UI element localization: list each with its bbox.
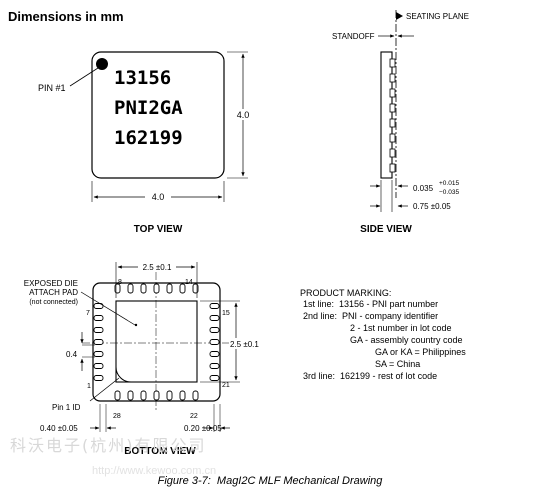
standoff-label: STANDOFF <box>332 32 375 41</box>
top-view: PIN #1 13156 PNI2GA 162199 4.0 4.0 TOP V… <box>38 51 254 235</box>
pin1-dot <box>96 58 108 70</box>
thickness-tol-plus: +0.015 <box>439 180 459 187</box>
pad-left-7 <box>93 375 104 381</box>
pin1-id-label: Pin 1 ID <box>52 403 81 412</box>
pad-bottom-1 <box>114 390 121 401</box>
pad-left-4 <box>93 339 104 345</box>
product-marking-line-4: GA - assembly country code <box>350 335 463 345</box>
bottom-view-caption: BOTTOM VIEW <box>124 446 196 457</box>
thickness-tol-minus: −0.035 <box>439 189 459 196</box>
pad-bottom-7 <box>192 390 199 401</box>
pad-bottom-5 <box>166 390 173 401</box>
exposed-pad <box>115 300 198 383</box>
drawing-title: Dimensions in mm <box>8 9 124 24</box>
marking-line-1: 13156 <box>114 67 171 89</box>
pad-left-3 <box>93 327 104 333</box>
pad-right-2 <box>209 315 220 321</box>
pin-number-28: 28 <box>113 413 121 420</box>
pad-bottom-3 <box>140 390 147 401</box>
dim-right: 2.5 ±0.1 <box>230 340 259 349</box>
package-body-top <box>91 51 225 179</box>
product-marking-line-7: 3rd line: 162199 - rest of lot code <box>303 371 437 381</box>
pad-right-3 <box>209 327 220 333</box>
side-leads <box>389 58 396 173</box>
pad-left-6 <box>93 363 104 369</box>
product-marking-line-2: 2nd line: PNI - company identifier <box>303 311 438 321</box>
height-dim-side: 0.75 ±0.05 <box>413 202 451 211</box>
exposed-pad-label-line-3: (not connected) <box>29 299 78 306</box>
pad-top-5 <box>166 283 173 294</box>
bottom-pads <box>93 283 220 401</box>
pin-number-21: 21 <box>222 382 230 389</box>
product-marking-line-3: 2 - 1st number in lot code <box>350 323 452 333</box>
product-marking-line-1: 1st line: 13156 - PNI part number <box>303 299 438 309</box>
pin1-label: PIN #1 <box>38 83 66 93</box>
pad-top-6 <box>179 283 186 294</box>
pad-bottom-2 <box>127 390 134 401</box>
side-view: SEATING PLANE STANDOFF 0.035 +0.015 −0.0… <box>332 10 469 235</box>
dim-pad-width: 0.40 ±0.05 <box>40 424 78 433</box>
watermark-url: http://www.kewoo.com.cn <box>92 465 216 477</box>
pin-number-15: 15 <box>222 310 230 317</box>
pad-right-5 <box>209 351 220 357</box>
marking-line-2: PNI2GA <box>114 97 183 119</box>
product-marking-line-5: GA or KA = Philippines <box>375 347 466 357</box>
pin1-leader <box>69 67 99 87</box>
pad-right-1 <box>209 303 220 309</box>
pad-bottom-6 <box>179 390 186 401</box>
product-marking-line-6: SA = China <box>375 359 420 369</box>
pin-number-7: 7 <box>86 310 90 317</box>
pad-right-7 <box>209 375 220 381</box>
dim-pitch: 0.4 <box>66 350 78 359</box>
exposed-pad-label-line-2: ATTACH PAD <box>29 288 78 297</box>
pad-left-5 <box>93 351 104 357</box>
top-view-caption: TOP VIEW <box>134 224 183 235</box>
product-marking-heading: PRODUCT MARKING: <box>300 288 391 298</box>
height-dim: 4.0 <box>237 110 250 120</box>
thickness-dim: 0.035 <box>413 184 434 193</box>
bottom-view: Pin 1 ID EXPOSED DIE ATTACH PAD (not con… <box>24 261 269 457</box>
pin1-notch <box>115 366 132 383</box>
product-marking: PRODUCT MARKING: 1st line: 13156 - PNI p… <box>300 288 466 381</box>
pad-right-4 <box>209 339 220 345</box>
dim-pad-length: 0.20 ±0.05 <box>184 424 222 433</box>
pad-top-2 <box>127 283 134 294</box>
side-view-caption: SIDE VIEW <box>360 224 412 235</box>
watermark-company: 科沃电子(杭州)有限公司 <box>10 436 207 455</box>
pin-number-14: 14 <box>185 279 193 286</box>
pad-left-2 <box>93 315 104 321</box>
pin-number-1: 1 <box>87 383 91 390</box>
pad-right-6 <box>209 363 220 369</box>
marking-line-3: 162199 <box>114 127 183 149</box>
width-dim: 4.0 <box>152 192 165 202</box>
pad-left-1 <box>93 303 104 309</box>
pad-bottom-4 <box>153 390 160 401</box>
dim-top: 2.5 ±0.1 <box>143 263 172 272</box>
package-body-side <box>380 51 393 179</box>
pad-top-4 <box>153 283 160 294</box>
exposed-pad-label-line-1: EXPOSED DIE <box>24 279 78 288</box>
pad-top-3 <box>140 283 147 294</box>
seating-plane-label: SEATING PLANE <box>406 12 469 21</box>
pin-number-8: 8 <box>118 279 122 286</box>
figure-caption: Figure 3-7: MagI2C MLF Mechanical Drawin… <box>158 475 384 487</box>
pin-number-22: 22 <box>190 413 198 420</box>
